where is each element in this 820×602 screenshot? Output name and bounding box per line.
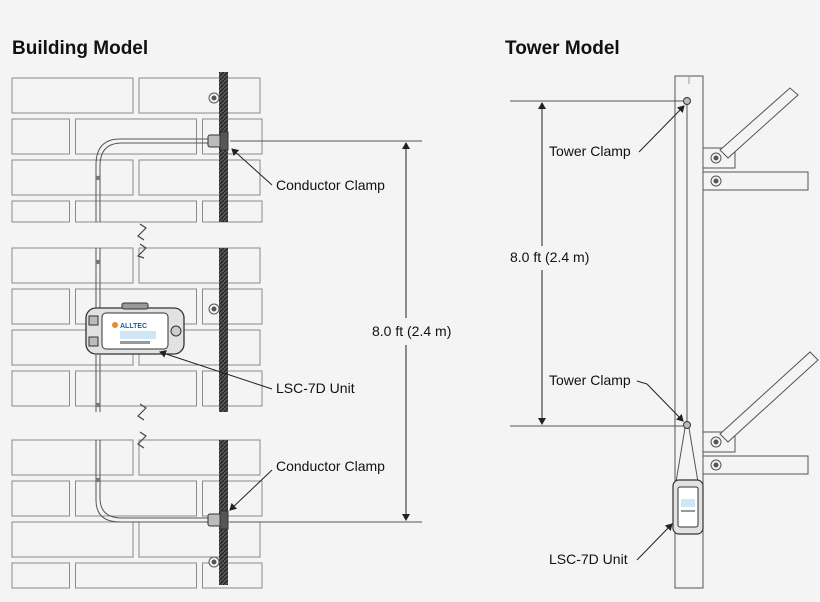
brick (11, 370, 70, 407)
brick (202, 370, 263, 407)
brick (11, 247, 134, 284)
brick (75, 200, 197, 223)
brick (138, 521, 261, 558)
brick (202, 200, 263, 223)
brick (11, 288, 70, 325)
tower-leaders (636, 105, 685, 561)
brick (11, 521, 134, 558)
building-leaders (159, 148, 273, 511)
building-model-title: Building Model (12, 38, 149, 59)
building-dimension (230, 140, 422, 523)
lsc-7d-unit: ALLTEC (85, 302, 185, 355)
tower-clamps (683, 97, 691, 429)
tower-brace-lower (702, 351, 819, 475)
brick (202, 480, 263, 517)
brick (138, 247, 261, 284)
tower-clamp-top-label: Tower Clamp (549, 143, 631, 159)
brick (11, 439, 134, 476)
tower-conductor (675, 104, 699, 483)
building-conductor (95, 138, 210, 523)
brick (138, 159, 261, 196)
building-dimension-label: 8.0 ft (2.4 m) (372, 323, 452, 339)
brick (138, 77, 261, 114)
brick (11, 562, 70, 589)
tower-unit-label: LSC-7D Unit (549, 551, 628, 567)
brick (138, 439, 261, 476)
brick (75, 480, 197, 517)
brick (75, 370, 197, 407)
brick (11, 480, 70, 517)
building-unit-label: LSC-7D Unit (276, 380, 355, 396)
tower-clamp-bottom-label: Tower Clamp (549, 372, 631, 388)
conductor-clamp-top (207, 131, 229, 151)
brick (11, 159, 134, 196)
tower-brace-upper (702, 87, 809, 191)
brick (75, 118, 197, 155)
wall-clamps (208, 92, 220, 568)
tower-dimension (510, 100, 683, 427)
brick (11, 118, 70, 155)
brick (11, 77, 134, 114)
tower-model-title: Tower Model (505, 38, 620, 59)
unit-brand-text: ALLTEC (120, 323, 147, 330)
conductor-clamp-bottom-label: Conductor Clamp (276, 458, 385, 474)
brick (11, 200, 70, 223)
break-symbols (136, 223, 147, 449)
conductor-clamp-top-label: Conductor Clamp (276, 177, 385, 193)
conductor-clamp-bottom (207, 510, 229, 530)
brick (75, 562, 197, 589)
tower-lsc-7d-unit (672, 479, 704, 535)
tower-dimension-label: 8.0 ft (2.4 m) (510, 249, 590, 265)
